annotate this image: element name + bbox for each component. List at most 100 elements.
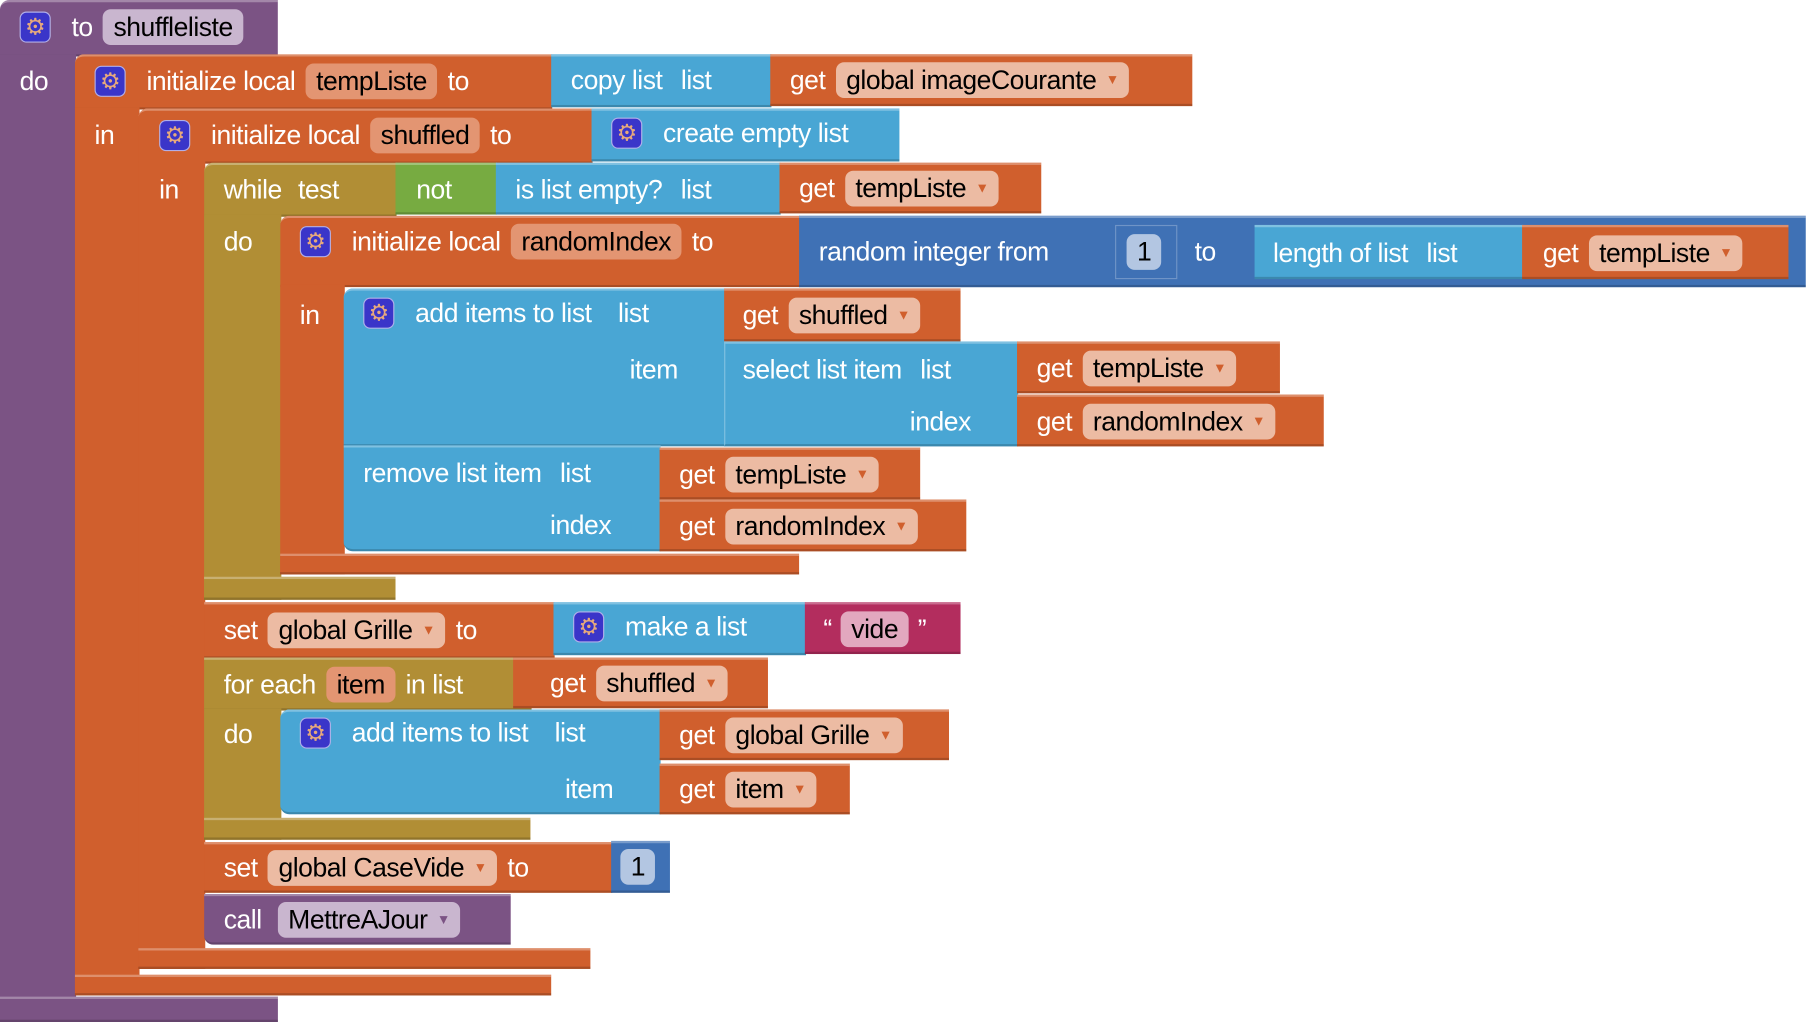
gear-icon[interactable]: ⚙	[299, 717, 331, 749]
number-block-from[interactable]	[1115, 224, 1178, 280]
remove-list-item-label: remove list item	[363, 457, 542, 488]
not-label: not	[416, 174, 452, 205]
text-field[interactable]: vide	[840, 611, 909, 648]
get-label: get	[1542, 237, 1579, 268]
item-name-field[interactable]: item	[326, 666, 396, 703]
variable-name: tempListe	[1599, 237, 1710, 268]
get-label: get	[679, 511, 715, 541]
shuffled-name-field[interactable]: shuffled	[370, 117, 480, 154]
variable-dropdown[interactable]: global Grille▼	[725, 717, 903, 754]
to-label: to	[1194, 236, 1217, 267]
get-label: get	[789, 64, 826, 95]
to-label: to	[455, 614, 478, 645]
in-list-label: in list	[405, 669, 464, 700]
init-local-label: initialize local	[146, 65, 296, 96]
to-label: to	[507, 852, 529, 883]
variable-dropdown[interactable]: randomIndex▼	[725, 508, 919, 545]
for-each-label: for each	[223, 669, 317, 700]
dropdown-arrow-icon: ▼	[1212, 359, 1227, 377]
dropdown-arrow-icon: ▼	[473, 859, 487, 876]
variable-dropdown[interactable]: tempListe▼	[1082, 350, 1237, 387]
gear-icon[interactable]: ⚙	[611, 117, 643, 149]
list-label: list	[559, 457, 591, 488]
get-label: get	[799, 173, 835, 204]
init-local-shuffled-arm	[138, 161, 206, 969]
gear-icon[interactable]: ⚙	[159, 119, 191, 152]
list-label: list	[680, 64, 712, 95]
variable-dropdown[interactable]: global Grille▼	[268, 612, 446, 649]
variable-name: global CaseVide	[278, 852, 465, 883]
variable-name: global Grille	[278, 614, 413, 645]
number-field[interactable]: 1	[1126, 234, 1162, 270]
random-integer-label: random integer from	[818, 236, 1050, 267]
variable-name: tempListe	[735, 459, 847, 490]
in-label: in	[94, 119, 115, 150]
make-a-list-label: make a list	[624, 611, 747, 642]
variable-dropdown[interactable]: tempListe▼	[725, 456, 880, 493]
copy-list-block[interactable]	[551, 54, 772, 108]
init-local-templiste-bottom	[74, 974, 552, 996]
gear-icon[interactable]: ⚙	[573, 611, 605, 643]
gear-icon[interactable]: ⚙	[363, 297, 395, 329]
add-items-to-list-block[interactable]	[343, 288, 726, 447]
variable-name: shuffled	[798, 299, 888, 330]
get-label: get	[550, 667, 586, 698]
gear-icon[interactable]: ⚙	[19, 11, 51, 43]
add-items-to-list-block[interactable]	[280, 709, 661, 815]
variable-dropdown[interactable]: randomIndex▼	[1082, 403, 1276, 440]
variable-name: shuffled	[606, 667, 696, 698]
init-local-label: initialize local	[351, 226, 501, 257]
variable-dropdown[interactable]: tempListe ▼	[1588, 235, 1743, 272]
open-quote: “	[823, 613, 832, 644]
not-block[interactable]	[395, 162, 497, 215]
dropdown-arrow-icon: ▼	[975, 179, 989, 197]
length-of-list-block[interactable]	[1254, 224, 1524, 280]
procedure-name-field[interactable]: shuffleliste	[103, 9, 244, 45]
get-label: get	[1036, 352, 1073, 383]
dropdown-arrow-icon: ▼	[436, 911, 451, 928]
variable-dropdown[interactable]: tempListe▼	[844, 170, 1000, 207]
item-label: item	[629, 354, 679, 385]
gear-icon[interactable]: ⚙	[299, 226, 331, 258]
procedure-block-bottom	[0, 996, 278, 1022]
test-label: test	[297, 174, 339, 205]
do-label: do	[223, 226, 253, 257]
to-label: to	[490, 119, 512, 150]
init-local-randomindex-arm	[280, 284, 345, 575]
dropdown-arrow-icon: ▼	[1719, 244, 1733, 261]
in-label: in	[299, 299, 320, 330]
variable-dropdown[interactable]: global imageCourante▼	[835, 62, 1130, 99]
index-label: index	[909, 406, 972, 437]
item-label: item	[565, 773, 614, 804]
randomindex-name-field[interactable]: randomIndex	[510, 223, 682, 260]
get-label: get	[679, 459, 715, 490]
do-label: do	[223, 718, 253, 749]
remove-list-item-block[interactable]	[343, 445, 661, 552]
dropdown-arrow-icon: ▼	[878, 726, 893, 743]
procedure-dropdown[interactable]: MettreAJour▼	[277, 902, 461, 938]
while-block-arm	[204, 214, 282, 600]
variable-dropdown[interactable]: shuffled▼	[595, 665, 728, 702]
variable-dropdown[interactable]: item▼	[725, 771, 817, 808]
dropdown-arrow-icon: ▼	[894, 517, 908, 535]
while-block-bottom	[204, 576, 396, 600]
variable-dropdown[interactable]: global CaseVide ▼	[268, 850, 498, 886]
list-label: list	[680, 174, 712, 205]
is-list-empty-block[interactable]	[495, 162, 781, 215]
select-list-item-block[interactable]	[724, 341, 1019, 447]
copy-list-label: copy list	[570, 64, 663, 95]
while-block[interactable]	[204, 162, 397, 217]
templiste-name-field[interactable]: tempListe	[305, 63, 438, 100]
number-field[interactable]: 1	[620, 848, 656, 885]
variable-dropdown[interactable]: shuffled▼	[788, 297, 921, 334]
to-label: to	[691, 226, 714, 257]
gear-icon[interactable]: ⚙	[94, 65, 126, 97]
procedure-block-arm	[0, 54, 77, 1022]
init-local-randomindex-bottom	[280, 553, 800, 575]
to-label: to	[71, 11, 93, 42]
variable-name: randomIndex	[1092, 406, 1243, 437]
while-label: while	[223, 174, 283, 205]
create-empty-list-block[interactable]	[591, 108, 900, 162]
get-label: get	[679, 719, 715, 750]
